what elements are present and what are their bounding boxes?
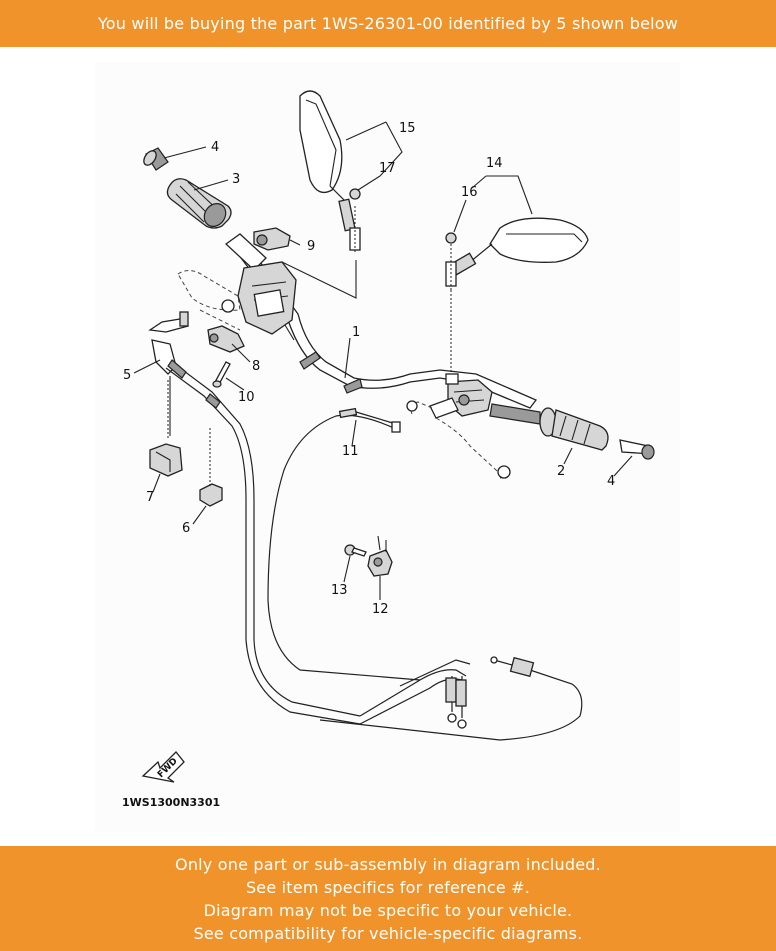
callout-15[interactable]: 15 [399,121,416,136]
clamp-9 [253,227,291,251]
footer-line-2: See item specifics for reference #. [245,877,531,897]
right-mirror [445,217,589,385]
callouts: 1 2 3 4 4 5 6 7 8 9 10 11 12 13 14 15 16… [123,121,615,617]
left-grip [143,147,267,271]
top-banner: You will be buying the part 1WS-26301-00… [0,0,776,47]
callout-9[interactable]: 9 [307,239,315,254]
leader-lines [133,121,633,600]
clip-6 [199,483,223,507]
left-mirror [281,90,361,299]
callout-7[interactable]: 7 [146,490,154,505]
callout-6[interactable]: 6 [182,521,190,536]
footer-line-3: Diagram may not be specific to your vehi… [203,900,573,920]
callout-11[interactable]: 11 [342,444,359,459]
parts-diagram: 1 2 3 4 4 5 6 7 8 9 10 11 12 13 14 15 16… [122,90,655,809]
callout-4-left[interactable]: 4 [211,140,219,155]
bracket-8 [207,325,245,353]
callout-8[interactable]: 8 [252,359,260,374]
callout-16[interactable]: 16 [461,185,478,200]
callout-4-right[interactable]: 4 [607,474,615,489]
right-switch-assembly [406,379,511,479]
callout-10[interactable]: 10 [238,390,255,405]
switch-12 [367,535,393,577]
bottom-banner: Only one part or sub-assembly in diagram… [0,846,776,951]
callout-14[interactable]: 14 [486,156,503,171]
cable-ends [319,656,583,741]
callout-3[interactable]: 3 [232,172,240,187]
footer-line-1: Only one part or sub-assembly in diagram… [175,854,601,874]
fwd-arrow-icon: FWD [141,751,185,783]
clip-7 [149,443,183,477]
top-banner-text: You will be buying the part 1WS-26301-00… [97,14,679,33]
callout-17[interactable]: 17 [379,161,396,176]
footer-line-4: See compatibility for vehicle-specific d… [193,923,583,943]
callout-12[interactable]: 12 [372,602,389,617]
callout-13[interactable]: 13 [331,583,348,598]
callout-1[interactable]: 1 [352,325,360,340]
right-grip [489,403,655,460]
clutch-cable-11 [267,407,421,681]
screw-13 [344,544,367,557]
left-switch-assembly [177,261,297,335]
callout-5[interactable]: 5 [123,368,131,383]
throttle-housing-5 [148,311,361,725]
callout-2[interactable]: 2 [557,464,565,479]
bolt-10 [212,361,231,388]
diagram-code: 1WS1300N3301 [122,796,220,809]
